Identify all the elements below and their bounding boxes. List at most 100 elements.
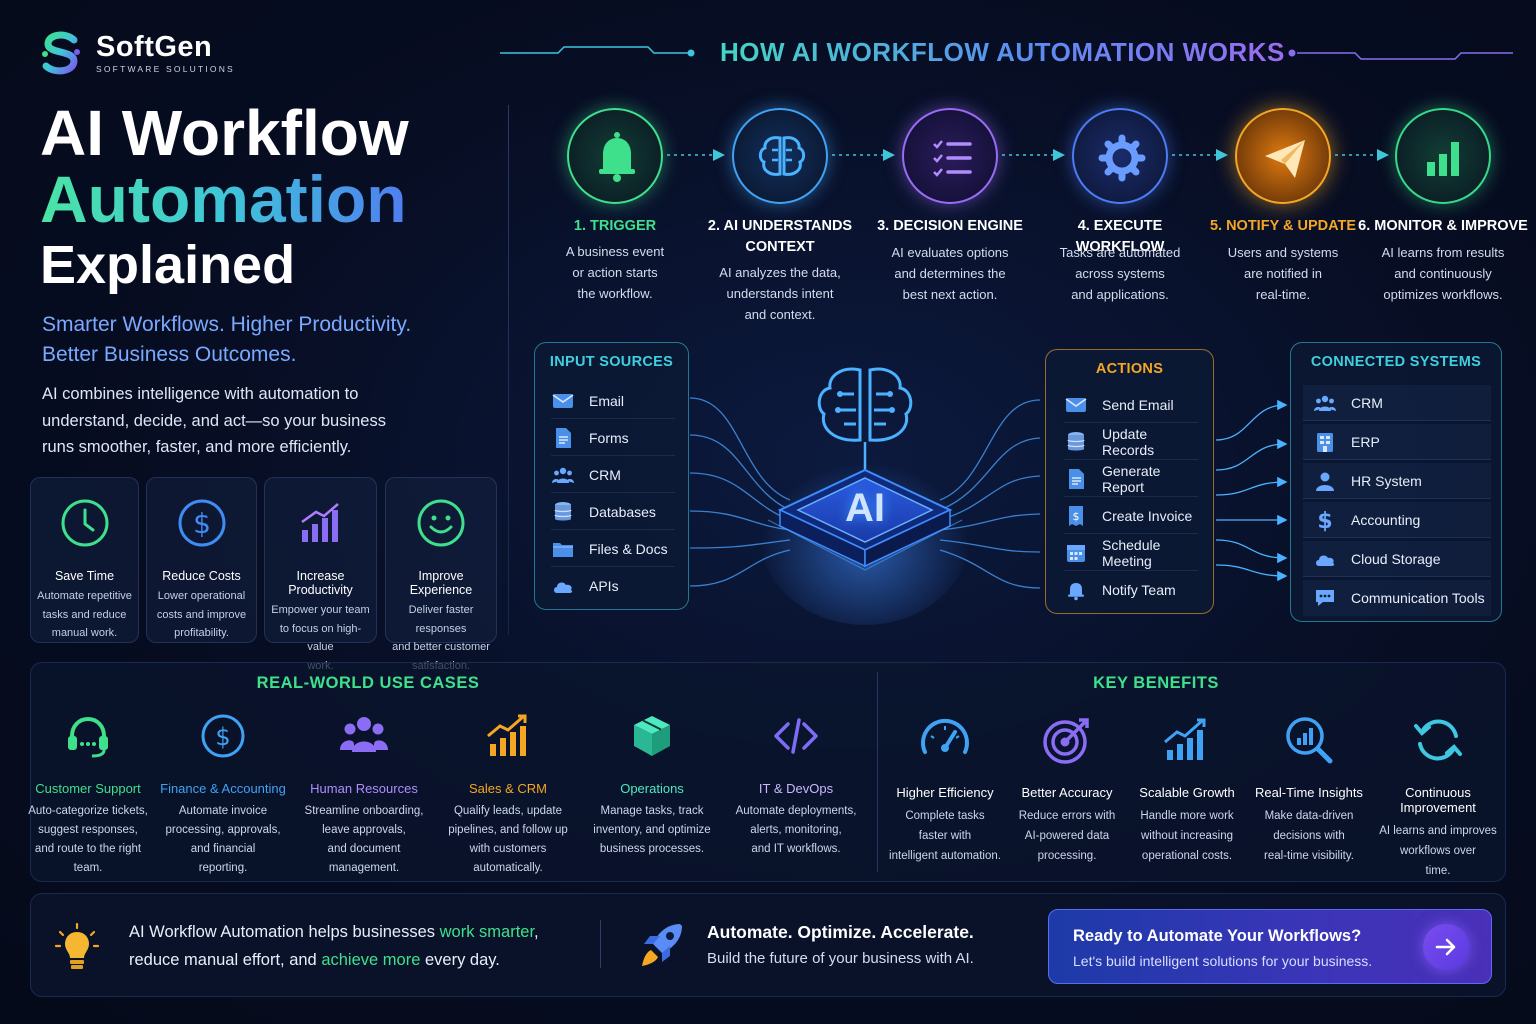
hero-desc-line2: understand, decide, and act—so your busi… bbox=[42, 411, 386, 430]
hero-desc-line3: runs smoother, faster, and more efficien… bbox=[42, 438, 352, 456]
key-benefit-title: Real-Time Insights bbox=[1255, 785, 1363, 800]
input-source-crm: CRM bbox=[551, 457, 675, 493]
connected-systems-title: CONNECTED SYSTEMS bbox=[1310, 354, 1482, 370]
use-case-title: IT & DevOps bbox=[758, 781, 834, 796]
input-source-files: Files & Docs bbox=[551, 531, 675, 567]
use-cases-title: REAL-WORLD USE CASES bbox=[256, 674, 480, 692]
growth-chart-icon bbox=[487, 714, 527, 756]
input-source-apis: APIs bbox=[551, 568, 675, 604]
people-icon bbox=[340, 717, 388, 752]
speedometer-icon bbox=[921, 718, 969, 754]
key-benefit-improvement: Continuous Improvement AI learns and imp… bbox=[1367, 712, 1509, 881]
svg-text:$: $ bbox=[193, 507, 211, 540]
hero-title-line2: Automation bbox=[40, 162, 407, 236]
code-icon bbox=[774, 718, 818, 754]
benefit-card-title: Reduce Costs bbox=[162, 569, 241, 583]
use-case-desc: Auto-categorize tickets,suggest response… bbox=[28, 805, 148, 874]
use-case-desc: Automate deployments,alerts, monitoring,… bbox=[735, 805, 857, 855]
invoice-icon: $ bbox=[1069, 505, 1083, 526]
input-source-forms: Forms bbox=[551, 420, 675, 456]
hero-title-line1: AI Workflow bbox=[40, 97, 409, 169]
use-case-title: Operations bbox=[620, 781, 684, 796]
footer-slogan: Automate. Optimize. Accelerate. bbox=[707, 922, 974, 942]
action-update-records: Update Records bbox=[1064, 424, 1198, 460]
hero-title-line3: Explained bbox=[40, 235, 296, 295]
actions-title: ACTIONS bbox=[1095, 361, 1164, 377]
envelope-icon bbox=[552, 393, 574, 408]
cta-banner[interactable]: Ready to Automate Your Workflows? Let's … bbox=[1048, 909, 1492, 984]
system-cloud-storage: Cloud Storage bbox=[1303, 541, 1491, 577]
step-4-label: 4. EXECUTE WORKFLOW bbox=[1075, 218, 1165, 255]
dollar-icon: $ bbox=[201, 714, 245, 758]
step-4-circle bbox=[1072, 108, 1168, 204]
svg-text:$: $ bbox=[215, 723, 230, 751]
ai-brain-chip-icon bbox=[760, 367, 970, 625]
use-case-desc: Streamline onboarding,leave approvals,an… bbox=[304, 805, 424, 874]
benefit-card-title: Improve Experience bbox=[409, 569, 473, 597]
clock-icon bbox=[61, 499, 108, 547]
hero-subtitle-line1: Smarter Workflows. Higher Productivity. bbox=[42, 313, 412, 336]
footer-message: AI Workflow Automation helps businesses … bbox=[129, 923, 539, 969]
hero-desc-line1: AI combines intelligence with automation… bbox=[42, 385, 359, 403]
highlight-achieve-more: achieve more bbox=[321, 951, 421, 969]
dollar-icon: $ bbox=[1317, 509, 1332, 532]
benefit-card-improve-experience: Improve Experience Deliver faster respon… bbox=[385, 477, 497, 672]
key-benefits-title: KEY BENEFITS bbox=[1093, 674, 1219, 692]
use-case-title: Customer Support bbox=[35, 781, 141, 796]
document-icon bbox=[1069, 468, 1084, 489]
action-generate-report: Generate Report bbox=[1064, 461, 1198, 497]
folder-icon bbox=[553, 542, 573, 557]
use-case-hr: Human Resources Streamline onboarding,le… bbox=[294, 708, 434, 878]
hero-description: AI combines intelligence with automation… bbox=[42, 381, 482, 461]
checklist-icon bbox=[933, 140, 972, 177]
step-1-circle bbox=[567, 108, 663, 204]
footer-slogan-sub: Build the future of your business with A… bbox=[707, 950, 974, 967]
envelope-icon bbox=[1065, 397, 1087, 412]
brand-logo: SoftGen SOFTWARE SOLUTIONS bbox=[36, 28, 235, 78]
paper-plane-icon bbox=[1265, 140, 1305, 178]
connected-systems-panel: CONNECTED SYSTEMS CRM ERP HR System $ Ac… bbox=[1290, 342, 1502, 622]
how-it-works-title: HOW AI WORKFLOW AUTOMATION WORKS bbox=[720, 37, 1285, 67]
input-source-email: Email bbox=[551, 383, 675, 419]
step-1-label: 1. TRIGGER bbox=[573, 218, 657, 234]
calendar-icon bbox=[1067, 544, 1085, 562]
lightbulb-icon bbox=[54, 922, 100, 969]
chat-icon bbox=[1316, 590, 1334, 606]
erp-icon bbox=[1317, 432, 1333, 452]
cta-arrow-button[interactable] bbox=[1423, 924, 1469, 970]
cloud-icon bbox=[554, 582, 573, 593]
cta-subtitle: Let's build intelligent solutions for yo… bbox=[1073, 953, 1373, 969]
svg-text:$: $ bbox=[1317, 509, 1332, 532]
benefit-card-title: Save Time bbox=[54, 569, 115, 583]
cloud-icon bbox=[1316, 555, 1335, 566]
target-icon bbox=[1043, 718, 1089, 764]
hero-subtitle: Smarter Workflows. Higher Productivity. … bbox=[42, 310, 502, 370]
action-notify-team: Notify Team bbox=[1064, 572, 1198, 608]
system-communication-tools: Communication Tools bbox=[1303, 580, 1491, 616]
people-icon bbox=[1314, 395, 1336, 411]
magnifier-chart-icon bbox=[1286, 717, 1333, 764]
people-icon bbox=[552, 467, 574, 483]
key-benefit-title: Continuous Improvement bbox=[1400, 785, 1476, 815]
footer-slogan-block: Automate. Optimize. Accelerate. Build th… bbox=[707, 922, 974, 967]
step-3-label: 3. DECISION ENGINE bbox=[877, 218, 1023, 234]
smiley-icon bbox=[417, 499, 465, 547]
input-source-databases: Databases bbox=[551, 494, 675, 530]
highlight-work-smarter: work smarter bbox=[439, 923, 535, 941]
